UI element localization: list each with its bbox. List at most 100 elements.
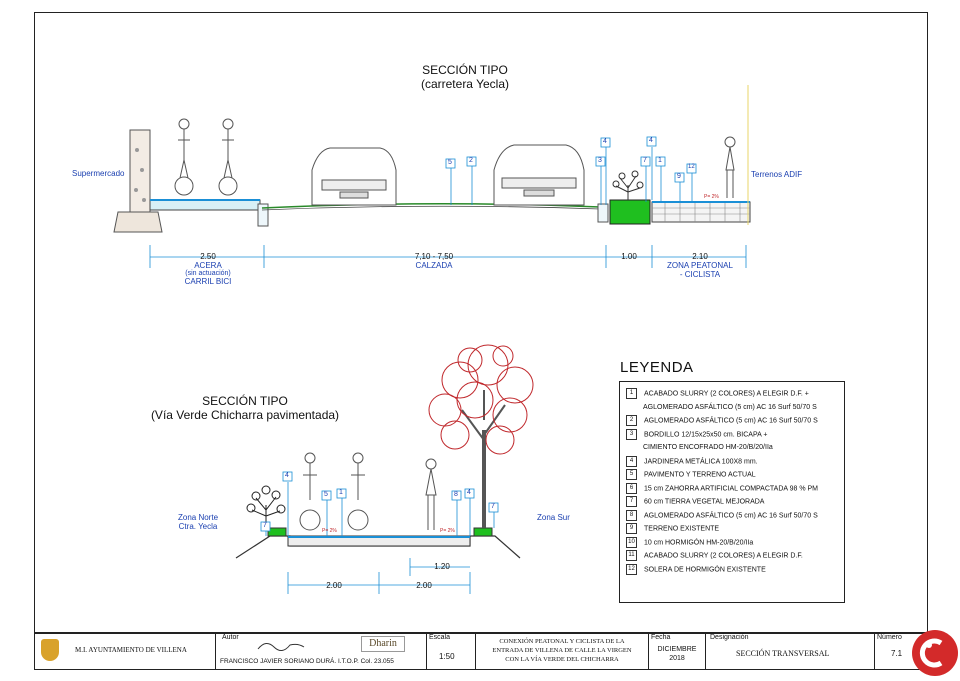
top-tag-9: 9 [677, 173, 681, 180]
legend-number: 7 [626, 496, 637, 507]
legend-text: 60 cm TIERRA VEGETAL MEJORADA [644, 498, 765, 506]
org-name: M.I. AYUNTAMIENTO DE VILLENA [75, 646, 187, 654]
legend-item-4: 4 JARDINERA METÁLICA 100X8 mm. [626, 455, 758, 467]
legend-text: PAVIMENTO Y TERRENO ACTUAL [644, 471, 756, 479]
number-label: Número [877, 634, 902, 641]
coat-of-arms-icon [41, 639, 59, 661]
car-left [311, 147, 397, 206]
legend-text: AGLOMERADO ASFÁLTICO (5 cm) AC 16 Surf 5… [644, 511, 818, 519]
project-cell: CONEXIÓN PEATONAL Y CICLISTA DE LA ENTRA… [476, 633, 649, 669]
bottom-callouts [260, 471, 499, 536]
top-tag-1: 1 [658, 157, 662, 164]
scale-cell: Escala 1:50 [427, 633, 476, 669]
legend-item-8: 8 AGLOMERADO ASFÁLTICO (5 cm) AC 16 Surf … [626, 509, 818, 521]
top-callouts [445, 136, 697, 205]
dim-calzada: 7,10 - 7,50 CALZADA [414, 252, 454, 270]
bottom-tag-7a: 7 [263, 522, 267, 529]
pedestrian-figure [724, 136, 736, 198]
legend-number: 2 [626, 415, 637, 426]
signature-icon [257, 643, 305, 651]
dim-planter: 1.00 [621, 252, 637, 261]
bottom-slope-right: P= 2% [440, 528, 455, 534]
bottom-tag-7b: 7 [491, 503, 495, 510]
car-right [493, 144, 585, 206]
designation-cell: Designación SECCIÓN TRANSVERSAL [706, 633, 875, 669]
scale-value: 1:50 [439, 652, 455, 661]
legend-text: ACABADO SLURRY (2 COLORES) A ELEGIR D.F. [644, 552, 803, 560]
date-cell: Fecha DICIEMBRE 2018 [649, 633, 706, 669]
legend-number: 10 [626, 536, 637, 548]
legend-text-continued: AGLOMERADO ASFÁLTICO (5 cm) AC 16 Surf 5… [643, 403, 817, 411]
org-cell: M.I. AYUNTAMIENTO DE VILLENA [35, 633, 216, 669]
brand-logo-icon [912, 630, 958, 676]
top-tag-4a: 4 [603, 138, 607, 145]
zona-norte-label: Zona Norte Ctra. Yecla [178, 513, 219, 531]
dim-2-00-left: 2.00 [326, 581, 342, 590]
dim-2-00-right: 2.00 [416, 581, 432, 590]
legend-text-continued: CIMIENTO ENCOFRADO HM-20/B/20/IIa [643, 444, 773, 451]
date-value: DICIEMBRE 2018 [657, 646, 697, 662]
legend-item-11: 11 ACABADO SLURRY (2 COLORES) A ELEGIR D.… [626, 550, 803, 561]
tree-icon [428, 344, 534, 528]
curb-left [257, 203, 269, 227]
stone-wall [113, 129, 163, 233]
legend-number: 12 [626, 563, 637, 575]
author-name: FRANCISCO JAVIER SORIANO DURÁ. I.T.O.P. … [220, 658, 394, 665]
cyclist-figures [174, 118, 238, 196]
south-verge [473, 527, 493, 537]
legend-text: BORDILLO 12/15x25x50 cm. BICAPA + [644, 430, 768, 438]
project-title: CONEXIÓN PEATONAL Y CICLISTA DE LA ENTRA… [492, 638, 632, 663]
bottom-figures [299, 452, 437, 531]
author-label: Autor [222, 634, 239, 641]
top-tag-7: 7 [643, 157, 647, 164]
legend-number: 3 [626, 428, 637, 440]
bottom-tag-8: 8 [454, 491, 458, 498]
top-tag-3: 3 [598, 157, 602, 164]
bottom-dimension-lines [287, 558, 471, 594]
legend-title: LEYENDA [620, 359, 694, 376]
green-planter [609, 199, 651, 225]
legend-number: 9 [626, 523, 637, 534]
date-label: Fecha [651, 634, 671, 641]
number-cell: Número 7.1 [875, 633, 926, 669]
top-section-title: SECCIÓN TIPO (carretera Yecla) [420, 63, 510, 91]
legend-number: 5 [626, 469, 637, 480]
top-slope-label: P= 2% [704, 194, 719, 200]
legend-text: JARDINERA METÁLICA 100X8 mm. [644, 457, 758, 465]
supermercado-label: Supermercado [72, 169, 125, 178]
legend-number: 8 [626, 509, 637, 521]
bottom-section-title: SECCIÓN TIPO (Vía Verde Chicharra pavime… [150, 394, 340, 422]
legend-item-12: 12 SOLERA DE HORMIGÓN EXISTENTE [626, 563, 766, 575]
designation-value: SECCIÓN TRANSVERSAL [736, 649, 830, 658]
number-value: 7.1 [891, 649, 903, 658]
planter-shrub-icon [612, 170, 644, 200]
title-block: M.I. AYUNTAMIENTO DE VILLENA Autor Dhari… [34, 632, 928, 670]
legend-number: 4 [626, 455, 637, 467]
bottom-tag-5: 5 [324, 491, 328, 498]
dim-1-20: 1.20 [434, 562, 450, 571]
scale-label: Escala [429, 634, 451, 641]
terrenos-adif-label: Terrenos ADIF [751, 170, 803, 179]
legend-item-7: 7 60 cm TIERRA VEGETAL MEJORADA [626, 496, 764, 507]
legend-number: 11 [626, 550, 637, 561]
shrub-icon [246, 485, 286, 528]
legend-text: ACABADO SLURRY (2 COLORES) A ELEGIR D.F.… [644, 390, 809, 398]
top-tag-2: 2 [469, 157, 473, 164]
zona-sur-label: Zona Sur [537, 513, 570, 522]
bottom-tag-4b: 4 [467, 489, 471, 496]
designation-label: Designación [710, 634, 749, 641]
top-tag-5: 5 [448, 159, 452, 166]
author-cell: Autor Dharin FRANCISCO JAVIER SORIANO DU… [216, 633, 427, 669]
dim-peatonal: 2.10 ZONA PEATONAL - CICLISTA [667, 252, 733, 279]
north-verge [267, 527, 287, 537]
legend-text: SOLERA DE HORMIGÓN EXISTENTE [644, 565, 766, 573]
dim-acera: 2.50 ACERA (sin actuación) CARRIL BICI [184, 252, 232, 286]
legend-item-3: 3 BORDILLO 12/15x25x50 cm. BICAPA + [626, 428, 768, 440]
